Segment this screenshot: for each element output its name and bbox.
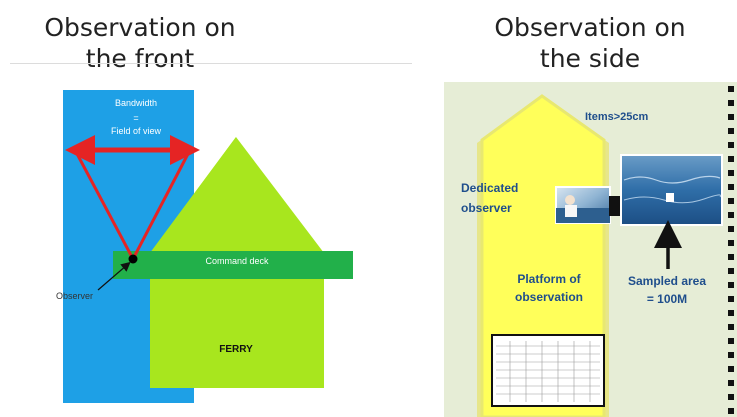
title-divider [10,63,412,64]
field-of-view-label: Field of view [111,126,162,136]
platform-label-line1: Platform of [517,272,581,286]
view-line-left [73,149,135,260]
ferry-bow [150,137,324,253]
side-title: Observation on the side [470,12,710,74]
side-title-line2: the side [539,44,641,73]
observer-point [128,254,138,264]
ferry-label: FERRY [219,344,253,355]
command-deck-label: Command deck [205,256,269,266]
observer-pointer [97,261,131,291]
front-title: Observation on the front [20,12,260,74]
view-line-right [131,149,192,260]
sampled-area-label-line1: Sampled area [628,274,706,288]
platform-label-line2: observation [515,290,583,304]
data-sheet-image [491,334,605,407]
binocular-marker [609,196,621,216]
side-title-line1: Observation on [494,13,686,42]
observer-photo [555,186,611,224]
command-deck [113,251,353,279]
equals-label: = [133,113,138,123]
sampled-area-label-line2: = 100M [647,292,687,306]
bandwidth-label: Bandwidth [115,98,157,108]
distance-scale [728,86,734,414]
front-title-line1: Observation on [44,13,236,42]
dedicated-observer-label-line2: observer [461,201,512,215]
items-size-label: Items>25cm [585,111,649,123]
observer-label: Observer [56,291,93,301]
dedicated-observer-label-line1: Dedicated [461,181,518,195]
front-title-line2: the front [85,44,195,73]
sea-photo [620,154,723,226]
